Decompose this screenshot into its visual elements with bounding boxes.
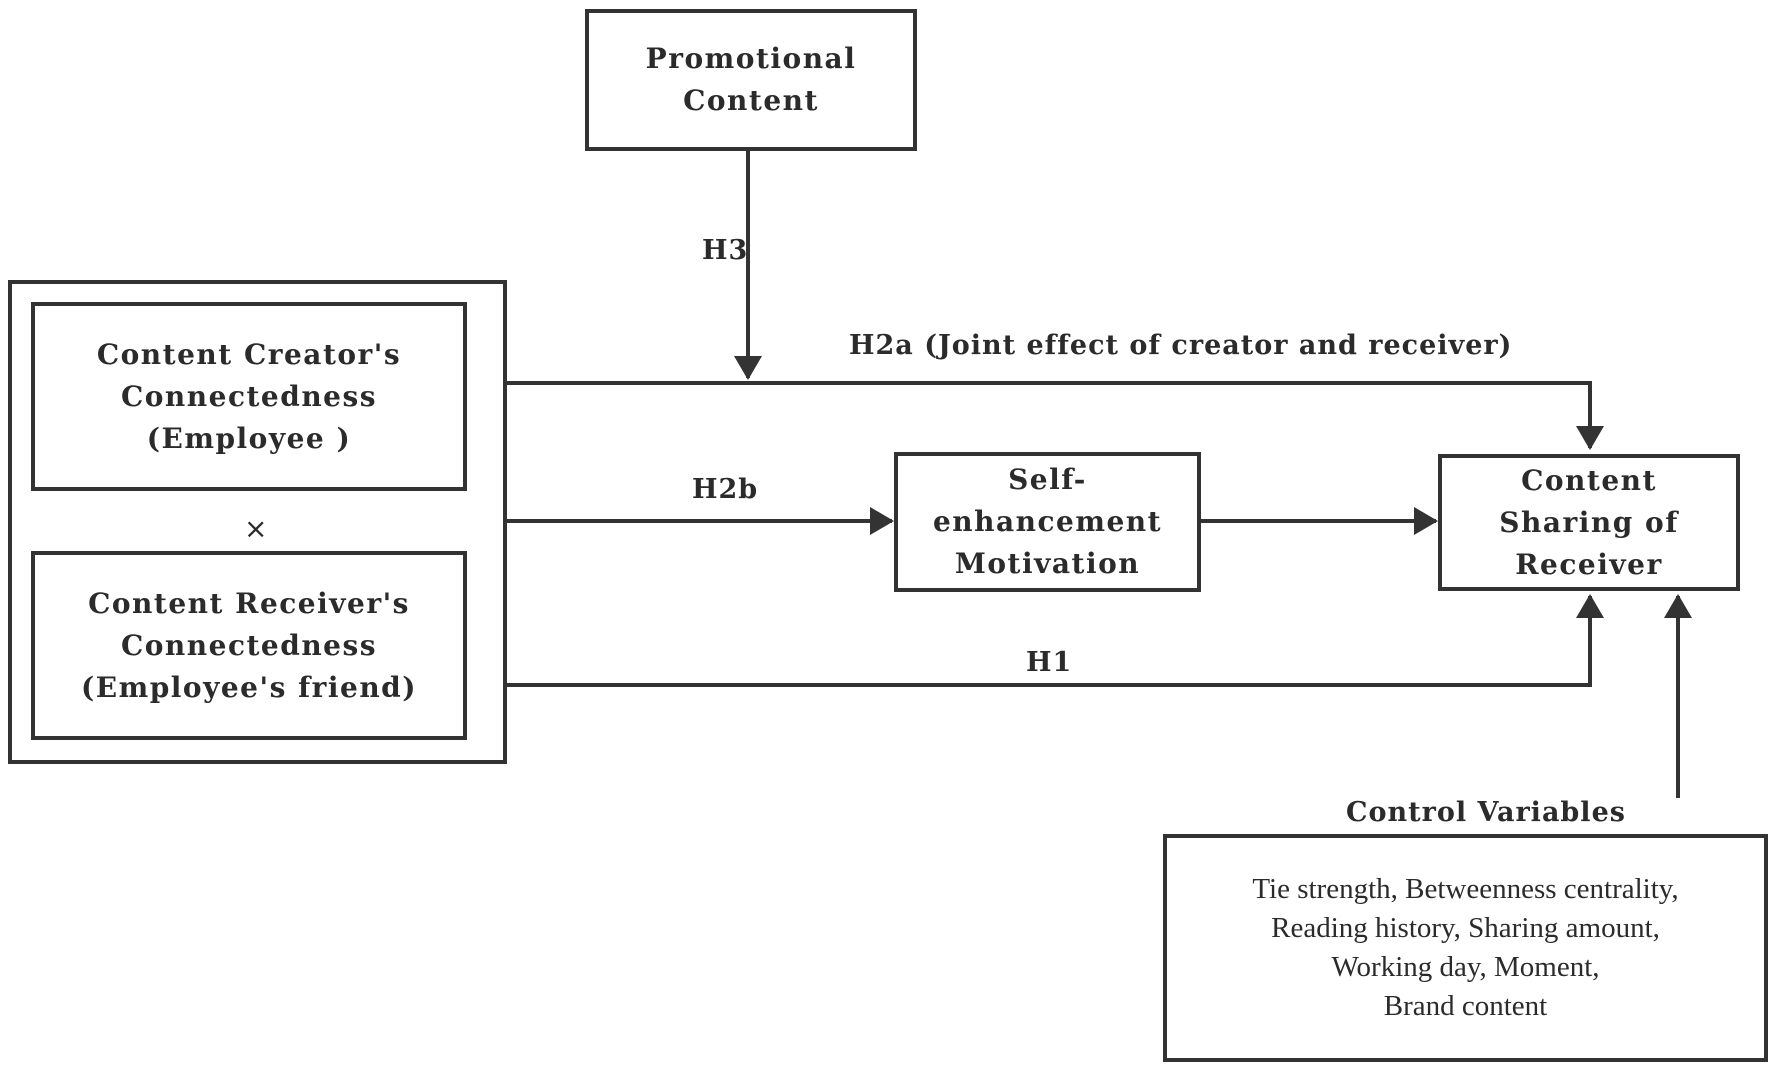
self-enhancement-motivation-box: Self- enhancement Motivation xyxy=(894,452,1201,592)
h1-label: H1 xyxy=(1026,647,1073,678)
sharing-line-2: Sharing of xyxy=(1499,505,1679,539)
promotional-content-line-2: Content xyxy=(683,84,819,117)
control-variables-title: Control Variables xyxy=(1346,797,1626,828)
creator-line-1: Content Creator's xyxy=(96,337,402,371)
h3-label: H3 xyxy=(702,235,749,266)
creator-line-3: (Employee ) xyxy=(146,421,352,455)
creator-line-2: Connectedness xyxy=(120,379,378,413)
controls-line-4: Brand content xyxy=(1383,990,1548,1022)
sharing-line-1: Content xyxy=(1521,463,1657,497)
receiver-line-1: Content Receiver's xyxy=(88,586,410,620)
h2a-label: H2a (Joint effect of creator and receive… xyxy=(849,330,1513,361)
content-sharing-box: Content Sharing of Receiver xyxy=(1438,454,1740,591)
control-variables-box: Tie strength, Betweenness centrality, Re… xyxy=(1163,834,1768,1062)
motivation-line-3: Motivation xyxy=(954,547,1141,580)
promotional-content-line-1: Promotional xyxy=(645,42,857,75)
motivation-line-1: Self- xyxy=(1008,463,1087,496)
promotional-content-box: Promotional Content xyxy=(585,9,917,151)
h2b-label: H2b xyxy=(692,474,759,505)
receiver-line-2: Connectedness xyxy=(120,628,378,662)
receiver-connectedness-box: Content Receiver's Connectedness (Employ… xyxy=(31,551,467,740)
h2a-arrow xyxy=(506,381,1604,450)
motivation-line-2: enhancement xyxy=(932,505,1163,538)
controls-line-3: Working day, Moment, xyxy=(1331,951,1600,983)
receiver-line-3: (Employee's friend) xyxy=(80,670,418,704)
controls-line-2: Reading history, Sharing amount, xyxy=(1271,912,1660,944)
h1-arrow xyxy=(466,594,1604,687)
interaction-operator: × xyxy=(244,512,268,545)
controls-line-1: Tie strength, Betweenness centrality, xyxy=(1252,873,1679,905)
sharing-line-3: Receiver xyxy=(1515,547,1663,581)
creator-connectedness-box: Content Creator's Connectedness (Employe… xyxy=(31,302,467,491)
